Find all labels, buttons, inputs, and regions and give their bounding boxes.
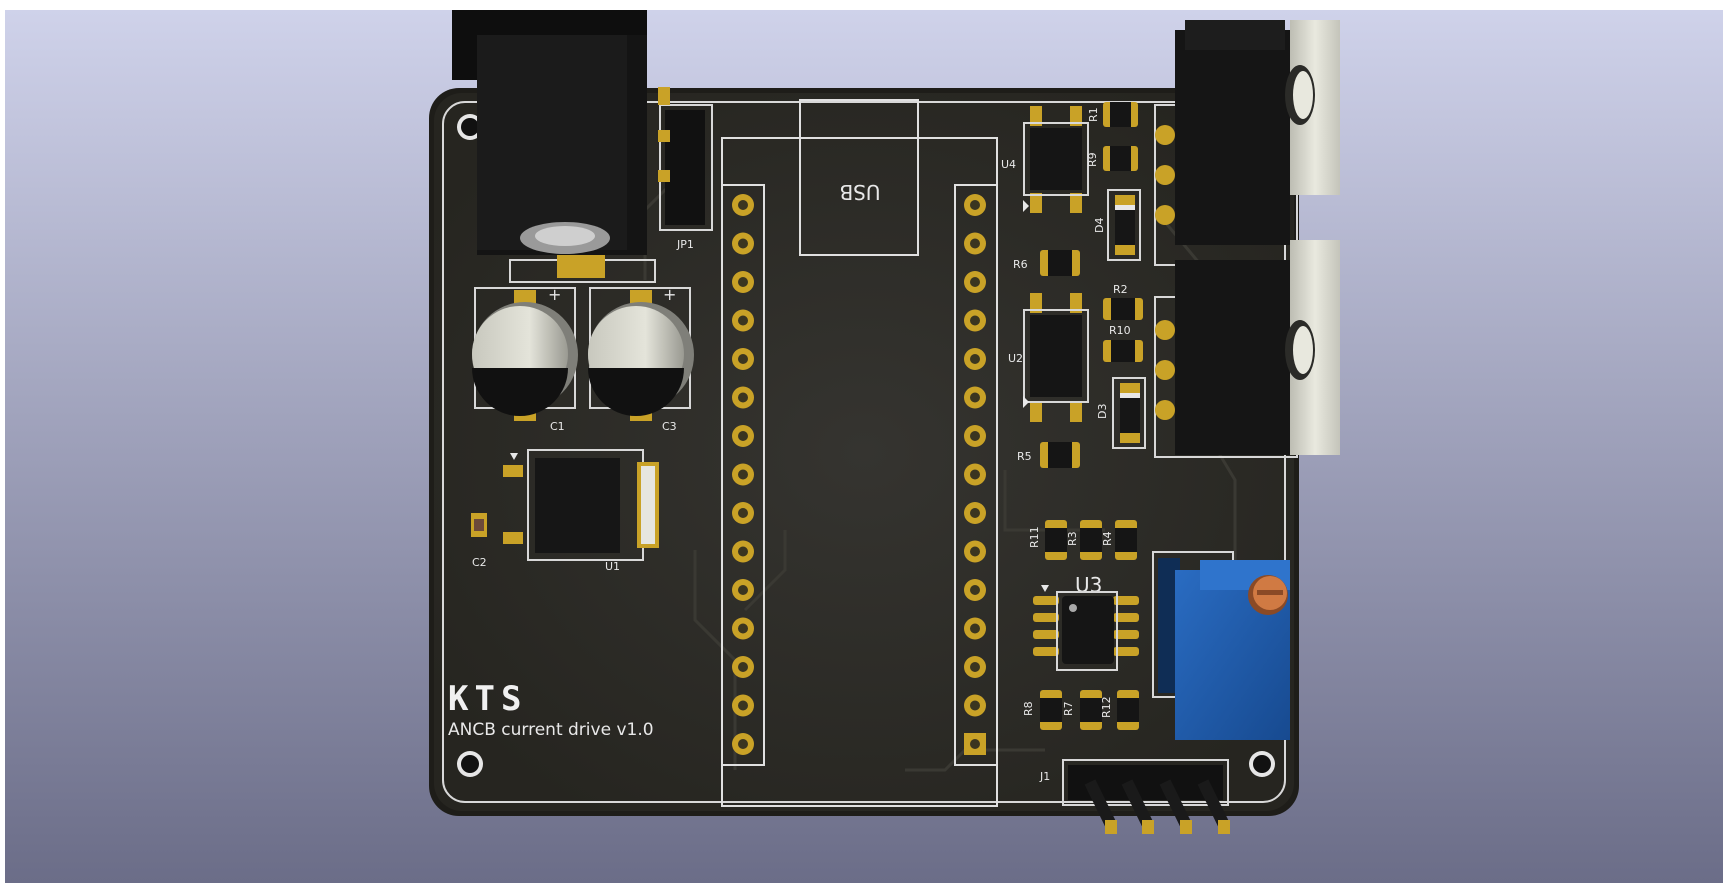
header-pin-hole <box>970 277 980 287</box>
c3-label: C3 <box>662 420 677 433</box>
header-pin-hole <box>738 277 748 287</box>
usb-outline <box>799 99 919 256</box>
r3-label: R3 <box>1066 531 1079 546</box>
u1-label: U1 <box>605 560 620 573</box>
header-pin-hole <box>970 546 980 557</box>
header-pin-hole <box>738 508 748 518</box>
header-pin-hole <box>738 315 748 326</box>
header-pin-hole <box>970 662 980 672</box>
resistor-r12: R12 <box>1100 690 1139 730</box>
r11-label: R11 <box>1028 526 1041 548</box>
header-pin-hole <box>970 585 980 595</box>
kts-logo-text: KTS <box>448 679 527 719</box>
header-pin-hole <box>970 431 980 441</box>
usb-label: USB <box>839 180 880 204</box>
resistor-r10: R10 <box>1103 324 1143 362</box>
d4-label: D4 <box>1093 218 1106 233</box>
mounting-holes <box>457 114 1275 777</box>
r7-label: R7 <box>1062 701 1075 716</box>
header-pin-hole <box>738 662 748 672</box>
header-pin-hole <box>738 238 748 249</box>
mcu-right-pins <box>964 194 986 755</box>
header-pin-hole <box>738 354 748 364</box>
u3-label: U3 <box>1075 573 1102 597</box>
svg-text:+: + <box>548 285 561 304</box>
resistor-r4: R4 <box>1101 520 1137 560</box>
d3-label: D3 <box>1096 404 1109 419</box>
svg-text:+: + <box>663 285 676 304</box>
header-pin-hole <box>970 392 980 403</box>
capacitor-c1: + C1 <box>472 285 578 433</box>
u4-label: U4 <box>1001 158 1016 171</box>
3d-viewer-viewport[interactable]: JP1 + C1 + C3 U1 C2 <box>5 10 1723 883</box>
header-pin-hole <box>738 700 748 711</box>
r2-label: R2 <box>1113 283 1128 296</box>
header-pin-hole <box>970 354 980 364</box>
diode-d4: D4 <box>1093 189 1141 261</box>
header-pin-hole <box>970 238 980 249</box>
c2-label: C2 <box>472 556 487 569</box>
resistor-r6: R6 <box>1013 250 1080 276</box>
header-pin-hole <box>970 508 980 518</box>
pcb-3d-render[interactable]: JP1 + C1 + C3 U1 C2 <box>5 10 1723 883</box>
driver-u4: U4 <box>1001 106 1089 213</box>
mosfet-lower <box>1154 240 1340 458</box>
resistor-r7: R7 <box>1062 690 1102 730</box>
mcu-footprint: USB <box>721 99 998 807</box>
regulator-u1: U1 <box>503 449 659 573</box>
header-pin-hole <box>738 546 748 557</box>
r12-label: R12 <box>1100 696 1113 718</box>
header-pin-hole <box>738 623 748 634</box>
header-pin-hole <box>738 739 748 749</box>
header-pin-hole <box>970 739 980 749</box>
capacitor-c3: + C3 <box>588 285 694 433</box>
resistor-r8: R8 <box>1022 690 1062 730</box>
resistor-r5: R5 <box>1017 442 1080 468</box>
opamp-u3: U3 <box>1033 573 1139 671</box>
header-pin-hole <box>738 469 748 480</box>
mosfet-upper <box>1154 20 1340 266</box>
resistor-r9: R9 <box>1086 146 1138 171</box>
resistors: R1 R9 R6 R2 R10 R5 <box>1013 102 1143 730</box>
capacitor-c2: C2 <box>471 513 487 569</box>
header-pin-hole <box>738 431 748 441</box>
trimmer-potentiometer <box>1152 551 1290 740</box>
resistor-r2: R2 <box>1103 283 1143 320</box>
header-pin-hole <box>738 585 748 595</box>
u2-label: U2 <box>1008 352 1023 365</box>
diode-d3: D3 <box>1096 377 1146 449</box>
board-title: ANCB current drive v1.0 <box>448 720 654 740</box>
jp1-label: JP1 <box>676 238 694 251</box>
r9-label: R9 <box>1086 152 1099 167</box>
r10-label: R10 <box>1109 324 1131 337</box>
resistor-r3: R3 <box>1066 520 1102 560</box>
board-title-block: KTS ANCB current drive v1.0 <box>448 679 654 740</box>
j1-header: J1 <box>1039 759 1230 834</box>
j1-label: J1 <box>1039 770 1050 783</box>
jp1-header: JP1 <box>658 87 713 251</box>
r6-label: R6 <box>1013 258 1028 271</box>
header-pin-hole <box>970 200 980 210</box>
mcu-left-pins <box>732 194 754 755</box>
dc-barrel-jack <box>452 10 656 283</box>
r4-label: R4 <box>1101 531 1114 546</box>
r5-label: R5 <box>1017 450 1032 463</box>
c1-label: C1 <box>550 420 565 433</box>
header-pin-hole <box>970 700 980 711</box>
header-pin-hole <box>970 469 980 480</box>
driver-u2: U2 <box>1008 293 1089 422</box>
r1-label: R1 <box>1087 107 1100 122</box>
header-pin-hole <box>970 623 980 634</box>
resistor-r11: R11 <box>1028 520 1067 560</box>
r8-label: R8 <box>1022 701 1035 716</box>
header-pin-hole <box>738 200 748 210</box>
resistor-r1: R1 <box>1087 102 1138 127</box>
header-pin-hole <box>738 392 748 403</box>
header-pin-hole <box>970 315 980 326</box>
